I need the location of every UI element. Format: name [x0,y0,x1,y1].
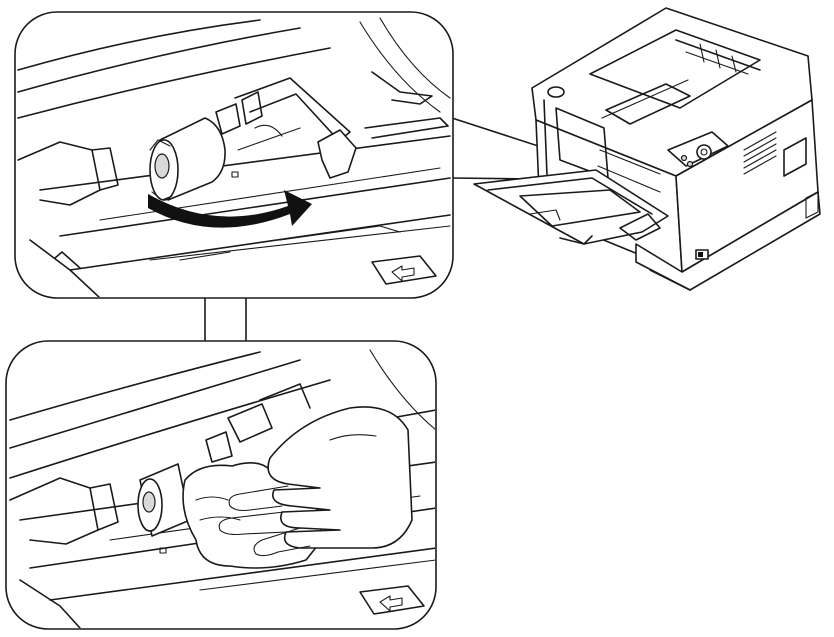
power-button-icon [547,86,565,98]
pickup-roller [149,117,226,201]
callout-connector-panels [204,295,247,344]
roller-wiping-panel [5,340,437,630]
hand-icon [218,406,413,557]
direction-arrow-icon [371,255,437,285]
mp-tray [473,169,669,245]
panel-frame-top [14,11,454,299]
roller-rotation-panel [14,11,454,299]
printer-overview [473,7,821,291]
rotation-arrow-icon [148,190,312,228]
direction-arrow-icon-bottom [359,585,425,615]
control-dial-icon [696,144,712,160]
